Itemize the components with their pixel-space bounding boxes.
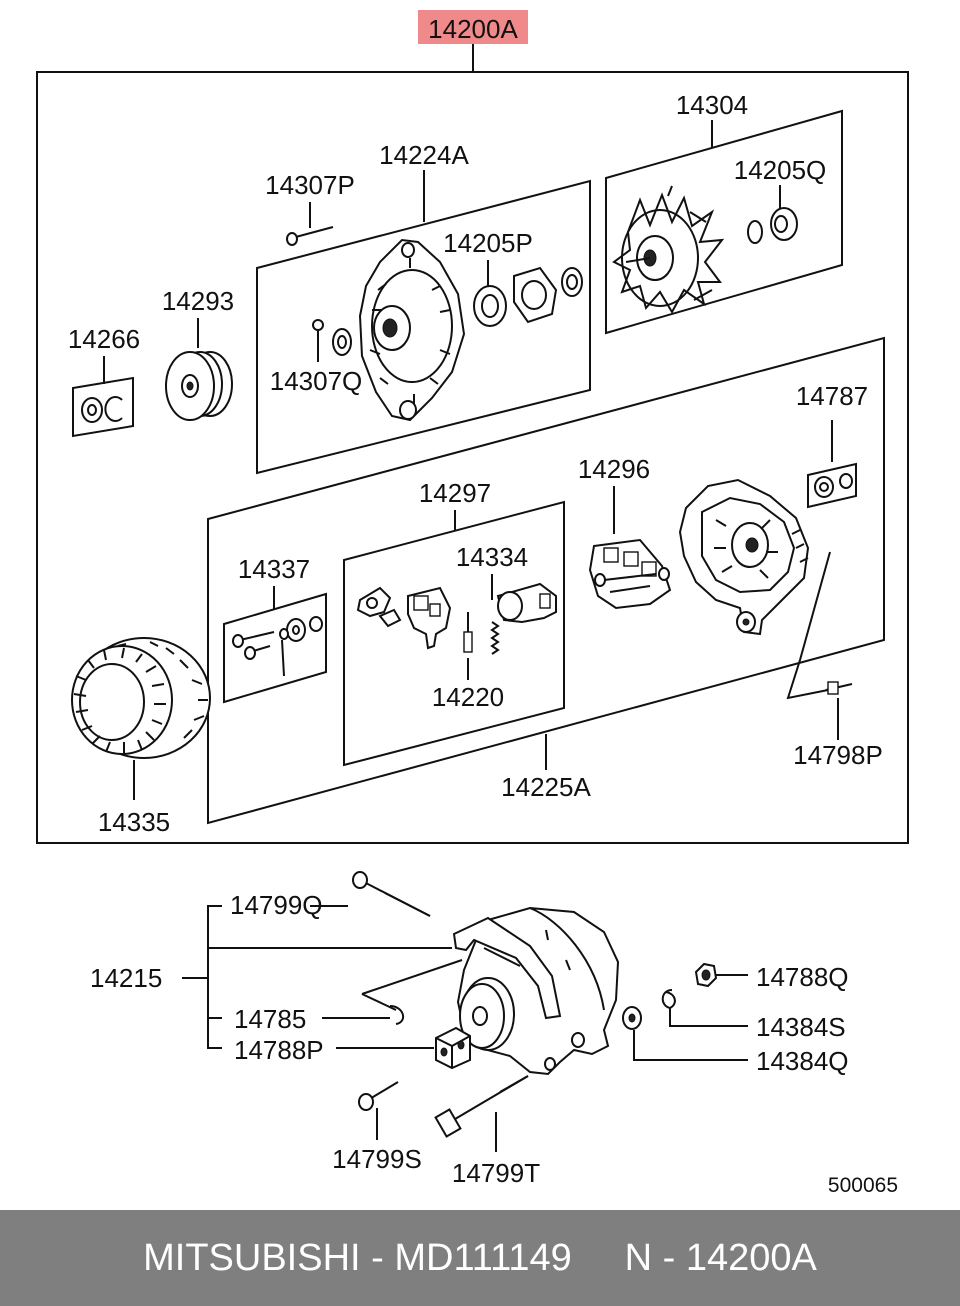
brush-holder-illustration: [356, 582, 557, 655]
part-label-14307Q[interactable]: 14307Q: [270, 366, 363, 396]
part-label-14304[interactable]: 14304: [676, 90, 748, 120]
part-label-14787[interactable]: 14787: [796, 381, 868, 411]
reference-number: N - 14200A: [624, 1236, 817, 1279]
part-label-14293[interactable]: 14293: [162, 286, 234, 316]
part-label-14307P[interactable]: 14307P: [265, 170, 355, 200]
part-label-14334[interactable]: 14334: [456, 542, 528, 572]
part-number: MD111149: [394, 1236, 572, 1279]
part-label-14384Q[interactable]: 14384Q: [756, 1046, 849, 1076]
footer-gap: [572, 1237, 625, 1280]
bolt-14307P-illustration: [286, 226, 334, 246]
part-label-14205Q[interactable]: 14205Q: [734, 155, 827, 185]
assembly-frame: [36, 71, 909, 844]
pulley-14293-illustration: [165, 351, 233, 421]
part-label-14799S[interactable]: 14799S: [332, 1144, 422, 1174]
part-label-14335[interactable]: 14335: [98, 807, 170, 837]
part-label-14799T[interactable]: 14799T: [452, 1158, 540, 1188]
bolt-14799S-illustration: [358, 1081, 399, 1111]
part-label-14215[interactable]: 14215: [90, 963, 162, 993]
part-label-14798P[interactable]: 14798P: [793, 740, 883, 770]
brush-holder-group-box: [343, 500, 565, 767]
cover-illustration: [561, 267, 583, 297]
part-label-14296[interactable]: 14296: [578, 454, 650, 484]
bearing-14205P-illustration: [473, 285, 507, 327]
part-label-14384S[interactable]: 14384S: [756, 1012, 846, 1042]
retainer-plate-illustration: [513, 266, 558, 324]
lockwasher-14384S-illustration: [661, 989, 676, 1009]
part-info-footer: MITSUBISHI - MD111149 N - 14200A: [0, 1210, 960, 1306]
insulator-kit-illustration: [232, 616, 323, 677]
stator-14335-illustration: [71, 637, 211, 759]
washer-illustration: [332, 328, 352, 356]
front-housing-illustration: [358, 238, 466, 422]
front-housing-group-box: [256, 179, 591, 475]
regulator-14296-illustration: [588, 538, 672, 610]
washer-kit-14266-box: [72, 376, 134, 438]
part-label-14297[interactable]: 14297: [419, 478, 491, 508]
nut-14788P-illustration: [435, 1026, 471, 1070]
alternator-parts-diagram: 14200A 14304 14205Q 14224A 14307P 14205P: [36, 10, 909, 1197]
part-label-14337[interactable]: 14337: [238, 554, 310, 584]
bolt-14799Q-illustration: [352, 871, 431, 917]
footer-separator: -: [360, 1236, 395, 1279]
part-label-14224A[interactable]: 14224A: [379, 140, 469, 170]
screw-14307Q-illustration: [312, 319, 324, 362]
part-label-14205P[interactable]: 14205P: [443, 228, 533, 258]
assembly-number-label[interactable]: 14200A: [428, 14, 518, 44]
terminal-bolt-14798P-illustration: [825, 681, 853, 695]
brand-name: MITSUBISHI: [143, 1236, 361, 1279]
part-label-14788Q[interactable]: 14788Q: [756, 962, 849, 992]
nut-14788Q-illustration: [694, 962, 718, 988]
part-label-14788P[interactable]: 14788P: [234, 1035, 324, 1065]
rotor-group-box: [605, 109, 843, 335]
assembly-number-highlight: [418, 10, 528, 44]
rotor-illustration: [612, 185, 725, 315]
washer-14384Q-illustration: [622, 1006, 642, 1030]
diagram-code: 500065: [828, 1174, 898, 1197]
rear-housing-group-box: [207, 336, 885, 825]
bolt-14799T-illustration: [434, 1075, 529, 1138]
part-label-14220[interactable]: 14220: [432, 682, 504, 712]
part-label-14799Q[interactable]: 14799Q: [230, 890, 323, 920]
washer-kit-14787-box: [807, 462, 857, 509]
alternator-mounted-illustration: [452, 906, 620, 1076]
insulator-kit-14337-box: [223, 592, 327, 704]
part-label-14785[interactable]: 14785: [234, 1004, 306, 1034]
rear-housing-illustration: [678, 478, 810, 636]
bearing-14205Q-illustration: [747, 207, 798, 244]
part-label-14225A[interactable]: 14225A: [501, 772, 591, 802]
part-label-14266[interactable]: 14266: [68, 324, 140, 354]
